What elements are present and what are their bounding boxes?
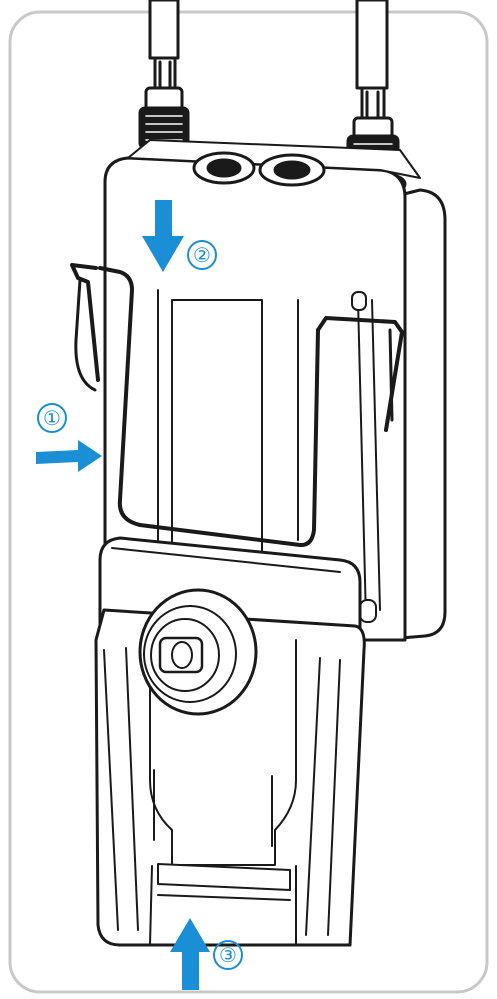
wire-clip — [70, 263, 404, 548]
arrow-up-icon — [170, 918, 210, 990]
arrow-right-icon — [36, 440, 102, 472]
arrow-down-icon — [142, 200, 184, 272]
receiver-body — [103, 139, 447, 642]
step-2-marker: ② — [142, 200, 217, 272]
step-1-label: ① — [43, 406, 61, 430]
step-3-marker: ③ — [170, 918, 243, 990]
step-3-label: ③ — [219, 943, 237, 967]
step-2-label: ② — [193, 243, 211, 267]
belt-clip — [94, 536, 366, 947]
step-3-badge — [213, 940, 243, 970]
step-1-badge — [37, 403, 67, 433]
step-1-marker: ① — [36, 403, 102, 472]
step-2-badge — [187, 240, 217, 270]
